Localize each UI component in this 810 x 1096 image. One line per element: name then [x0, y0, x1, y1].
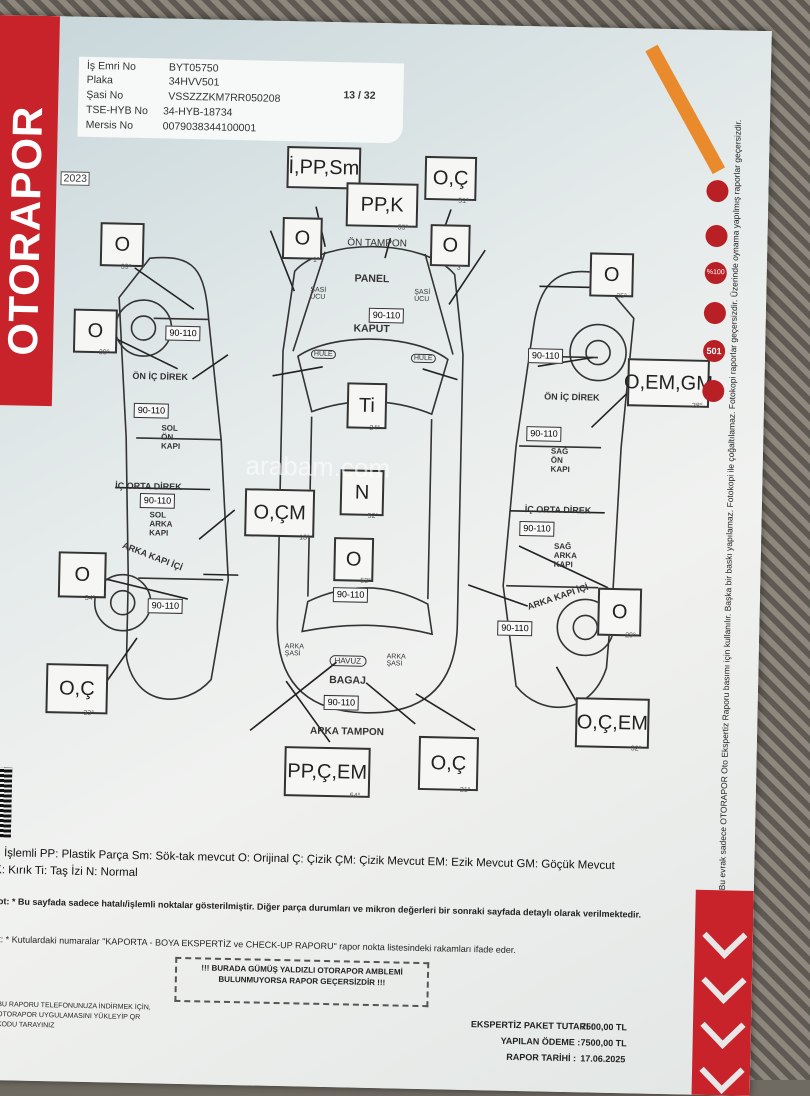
label-rear-chassis-left: ARKA ŞASİ	[284, 643, 304, 658]
range-right-rear-fender: 90-110	[497, 620, 533, 637]
label-left-rear-door: SOL ARKA KAPI	[149, 510, 173, 538]
deg-label: 52°	[367, 512, 379, 521]
label-kaput: KAPUT	[353, 322, 390, 336]
label-hule-right: HULE	[410, 353, 436, 364]
chevron-icon	[700, 1003, 746, 1049]
range-left-fender: 90-110	[165, 325, 201, 342]
tag-left-rear-fender: O,Ç	[45, 663, 109, 715]
tag-front-bumper-mid: PP,K	[345, 182, 419, 228]
label-rear-chassis-right: ARKA ŞASİ	[386, 653, 406, 668]
fee-paid-value: 7500,00 TL	[580, 1037, 627, 1049]
tag-front-bumper-right: O,Ç	[424, 155, 478, 202]
range-right-front-door: 90-110	[526, 426, 562, 442]
bottom-brand-band	[691, 889, 754, 1096]
chevron-icon	[702, 913, 748, 960]
range-left-rear-door: 90-110	[139, 493, 176, 509]
label-havuz: HAVUZ	[329, 655, 367, 667]
deg-label: 3°	[456, 264, 464, 272]
label-panel: PANEL	[354, 272, 390, 286]
tag-roof-front: Ti	[346, 382, 388, 430]
tag-trunk-lid: O,Ç	[417, 735, 479, 792]
label-right-front-door: SAĞ ÖN KAPI	[550, 446, 570, 475]
label-right-a-pillar: ÖN İÇ DİREK	[544, 391, 600, 403]
deg-label: 33°	[83, 709, 95, 718]
label-chassis-end-right: ŞASİ UCU	[414, 288, 431, 304]
range-kaput: 90-110	[368, 307, 405, 324]
label-left-a-pillar: ÖN İÇ DİREK	[132, 370, 189, 383]
tag-left-front-fender: O	[99, 222, 145, 268]
tag-right-rear-door: O	[597, 587, 643, 637]
tag-left-rear-door: O	[57, 551, 107, 599]
tag-rear-bumper: PP,Ç,EM	[283, 746, 371, 798]
deg-label: 38°	[98, 349, 110, 357]
label-right-b-pillar: İÇ ORTA DİREK	[524, 504, 592, 516]
label-left-b-pillar: İÇ ORTA DİREK	[115, 480, 182, 492]
deg-label: 29°	[625, 632, 636, 640]
qr-code	[0, 766, 13, 838]
tag-chassis-right: O	[429, 224, 471, 267]
report-date-value: 17.06.2025	[580, 1053, 626, 1065]
report-sheet: OTORAPOR İş Emri No BYT05750 Plaka 34HVV…	[0, 15, 772, 1096]
chevron-icon	[699, 1048, 745, 1094]
tag-right-front-fender: O	[589, 252, 635, 298]
deg-label: 1°	[312, 256, 320, 264]
deg-label: 24°	[369, 424, 381, 433]
range-right-rear-door: 90-110	[519, 520, 555, 537]
watermark: arabam.com	[245, 450, 391, 484]
qr-instructions: BU RAPORU TELEFONUNUZA İNDİRMEK İÇİN, OT…	[0, 1001, 151, 1030]
label-left-front-door: SOL ÖN KAPI	[160, 423, 181, 451]
tag-right-front-door: O,EM,GM	[624, 358, 713, 408]
tag-left-front-door: O	[72, 308, 118, 354]
deg-label: 51°	[458, 197, 469, 205]
deg-label: 28°	[691, 402, 703, 410]
label-trunk: BAGAJ	[329, 674, 367, 687]
range-left-front-door: 90-110	[133, 402, 170, 419]
tag-left-roof-rail: O,ÇM	[244, 488, 316, 538]
warning-box: !!! BURADA GÜMÜŞ YALDIZLI OTORAPOR AMBLE…	[174, 956, 430, 1008]
fee-package-value: 7500,00 TL	[580, 1021, 628, 1033]
tag-roof-rear: O	[333, 537, 375, 582]
chevron-icon	[701, 958, 747, 1004]
deg-label: 34°	[84, 594, 96, 603]
label-hule-left: HULE	[310, 349, 336, 360]
fee-paid-label: YAPILAN ÖDEME :	[500, 1035, 581, 1048]
range-roof: 90-110	[332, 587, 369, 603]
label-right-rear-door: SAĞ ARKA KAPI	[553, 541, 577, 570]
car-diagram	[93, 206, 635, 743]
label-rear-bumper: ARKA TAMPON	[309, 725, 385, 739]
range-trunk: 90-110	[323, 694, 360, 711]
tag-chassis-left: O	[281, 216, 323, 260]
report-date-label: RAPOR TARİHİ :	[506, 1051, 577, 1064]
deg-label: 54°	[349, 792, 361, 800]
range-left-rear-fender: 90-110	[147, 598, 184, 614]
deg-label: 13°	[299, 534, 310, 542]
label-chassis-end-left: ŞASİ UCU	[310, 286, 327, 301]
label-front-bumper: ÖN TAMPON	[347, 237, 408, 250]
deg-label: 32°	[630, 745, 642, 753]
deg-label: 25°	[616, 292, 627, 301]
tag-right-rear-fender: O,Ç,EM	[574, 697, 650, 749]
deg-label: 55°	[397, 224, 409, 232]
range-right-fender: 90-110	[527, 348, 564, 364]
deg-label: 21°	[459, 786, 471, 795]
deg-label: 39°	[120, 263, 132, 271]
deg-label: 53°	[360, 577, 371, 585]
